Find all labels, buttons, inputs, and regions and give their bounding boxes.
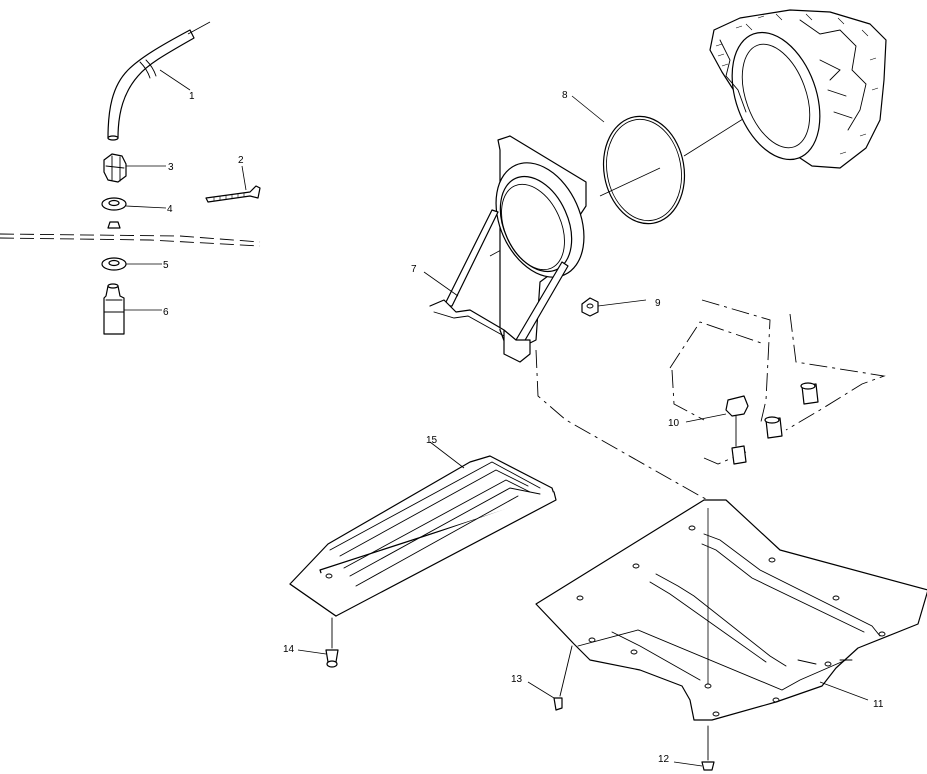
callout-10: 10: [668, 418, 680, 429]
part-nut: [103, 153, 166, 183]
callout-6: 6: [163, 307, 169, 318]
part-ride-plate: [535, 499, 927, 721]
part-screw-left: [297, 617, 339, 668]
callout-8: 8: [562, 90, 568, 101]
part-washer-lower: [101, 257, 162, 271]
callout-9: 9: [655, 298, 661, 309]
callout-4: 4: [167, 204, 173, 215]
callout-3: 3: [168, 162, 174, 173]
callout-7: 7: [411, 264, 417, 275]
part-intake-grate: [289, 441, 557, 617]
part-fitting: [103, 283, 162, 335]
callout-11: 11: [873, 699, 884, 710]
part-adapter-bracket: [423, 135, 587, 363]
part-small-bit: [107, 221, 121, 229]
callout-14: 14: [283, 644, 295, 655]
part-screw-middle: [527, 645, 573, 711]
part-o-ring: [571, 95, 686, 225]
pump-housing: [709, 9, 887, 169]
callout-12: 12: [658, 754, 670, 765]
callout-5: 5: [163, 260, 169, 271]
section-divider: [0, 233, 261, 247]
callout-15: 15: [426, 435, 438, 446]
callout-2: 2: [238, 155, 244, 166]
callout-1: 1: [189, 91, 195, 102]
part-washer-upper: [101, 197, 167, 211]
part-clamp: [205, 165, 261, 203]
callout-13: 13: [511, 674, 523, 685]
hull-outline: [535, 299, 886, 505]
part-screw-bottom: [673, 725, 715, 771]
part-nut-small: [581, 297, 647, 317]
part-hose: [107, 21, 211, 141]
part-drain-plug: [685, 395, 749, 465]
